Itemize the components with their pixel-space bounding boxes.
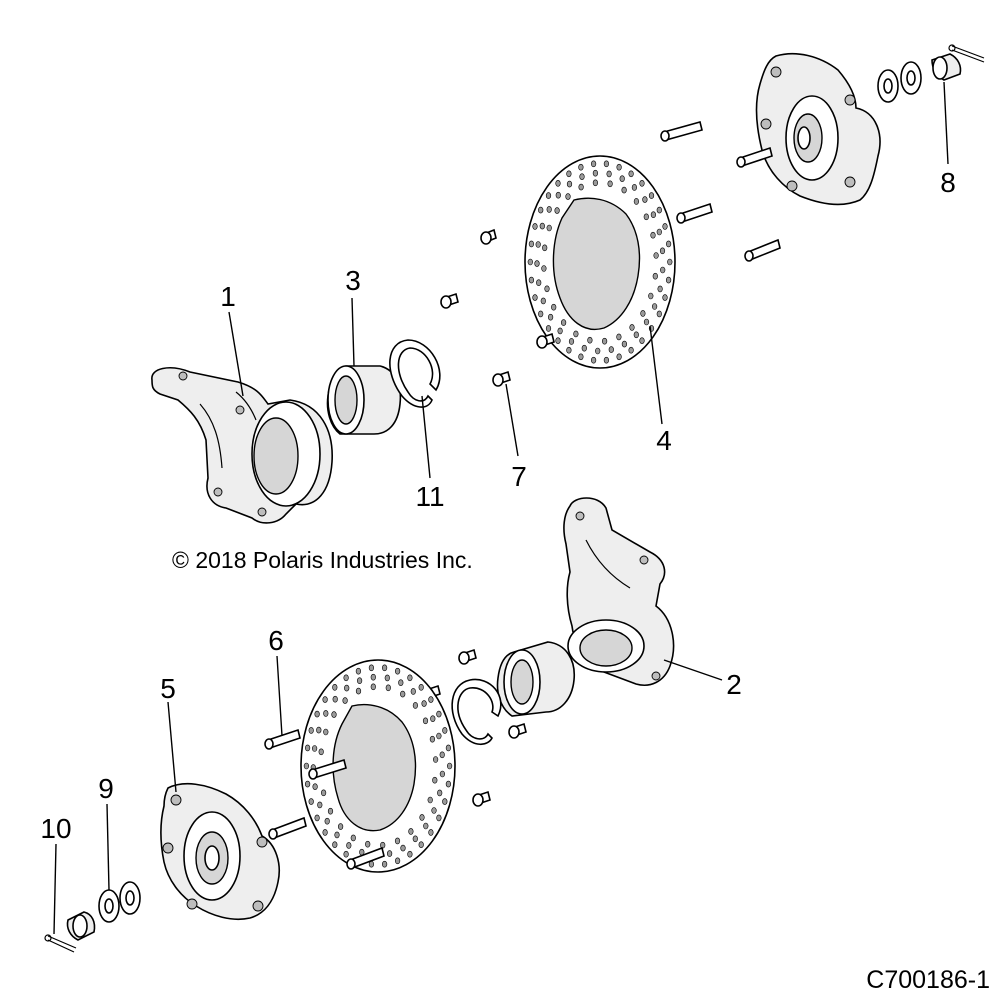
steering-knuckle-upper (151, 367, 333, 524)
lug-studs-lower (264, 728, 385, 870)
callout-1: 1 (220, 281, 236, 312)
castle-nut-lower (66, 911, 96, 941)
callout-2: 2 (726, 669, 742, 700)
callout-11: 11 (415, 481, 444, 512)
copyright-text: © 2018 Polaris Industries Inc. (172, 547, 473, 573)
callout-5: 5 (160, 673, 176, 704)
callout-3: 3 (345, 265, 361, 296)
snap-ring-upper (389, 339, 441, 408)
callout-9: 9 (98, 773, 114, 804)
cotter-pin-lower (44, 934, 77, 953)
castle-nut-upper (931, 53, 962, 81)
wheel-bearing-upper (326, 365, 402, 435)
callout-6: 6 (268, 625, 284, 656)
hub-washers-upper (877, 61, 922, 103)
callout-8: 8 (940, 167, 956, 198)
steering-knuckle-lower (563, 497, 675, 686)
wheel-bearing-lower (496, 641, 575, 717)
wheel-hub-upper (755, 52, 881, 206)
disc-screws-upper (440, 228, 555, 387)
leader-lines (53, 81, 949, 935)
snap-ring-lower (451, 678, 502, 746)
diagram-code: C700186-1 (866, 966, 990, 994)
hub-washers-lower (98, 881, 141, 923)
lug-studs-upper (660, 121, 781, 262)
brake-disc-upper (524, 155, 676, 369)
wheel-hub-lower (160, 782, 280, 921)
callout-4: 4 (656, 425, 672, 456)
callout-10: 10 (40, 813, 71, 844)
cotter-pin-upper (948, 44, 985, 63)
callout-numbers: 1 2 3 4 5 6 7 8 9 10 11 (40, 167, 955, 844)
brake-disc-lower (300, 659, 456, 873)
callout-7: 7 (511, 461, 527, 492)
